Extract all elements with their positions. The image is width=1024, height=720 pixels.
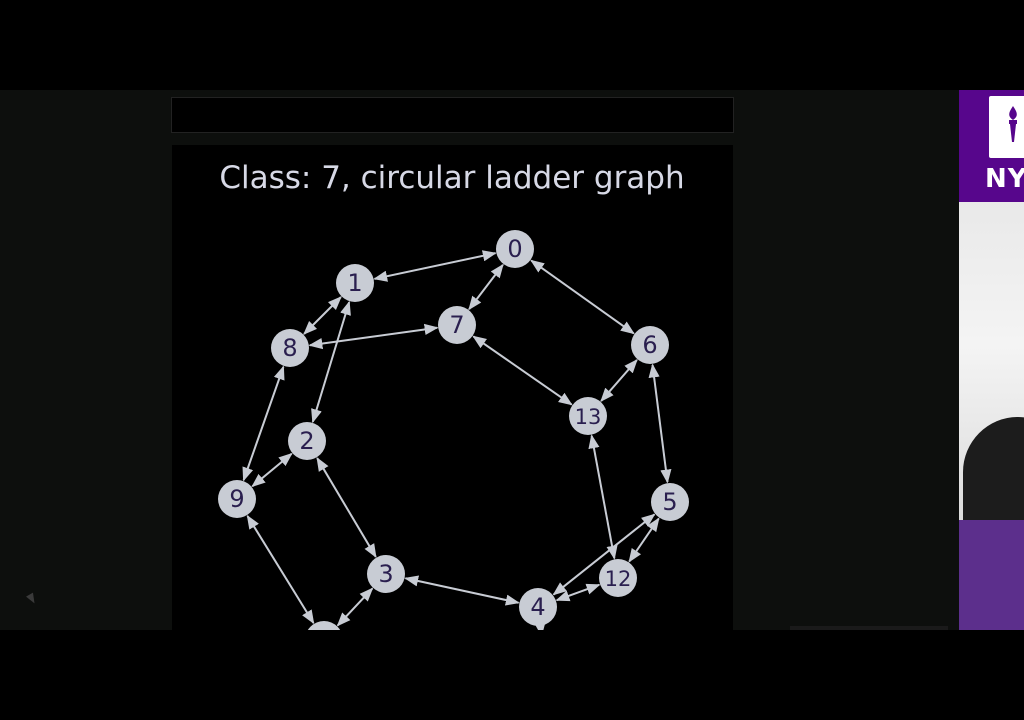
node-6: 6: [631, 326, 669, 364]
node-label-2: 2: [299, 427, 314, 455]
node-circle-5: [651, 483, 689, 521]
node-circle-7: [438, 306, 476, 344]
node-9: 9: [218, 480, 256, 518]
edge-9-10: [246, 514, 315, 625]
university-logo-block: NY: [959, 90, 1024, 202]
node-4: 4: [519, 588, 557, 626]
slide-title: Class: 7, circular ladder graph: [219, 160, 684, 196]
node-label-13: 13: [575, 405, 602, 429]
edge-8-9: [242, 365, 285, 482]
edge-0-6: [530, 259, 635, 335]
edge-4-11: [534, 621, 548, 630]
node-label-3: 3: [378, 560, 393, 588]
edge-2-3: [316, 456, 377, 559]
edge-13-12: [588, 434, 618, 560]
edges-layer: [242, 250, 672, 630]
edge-4-5: [552, 513, 656, 596]
presenter-silhouette: [963, 417, 1024, 537]
edge-6-5: [648, 363, 672, 484]
edge-7-13: [472, 335, 573, 406]
node-circle-1: [336, 264, 374, 302]
webcam-bottom-band: [959, 520, 1024, 630]
node-1: 1: [336, 264, 374, 302]
node-circle-4: [519, 588, 557, 626]
node-12: 12: [599, 559, 637, 597]
node-label-0: 0: [507, 235, 522, 263]
node-label-9: 9: [229, 485, 244, 513]
mouse-cursor-icon: [26, 592, 38, 606]
edge-0-1: [373, 250, 497, 282]
node-circle-2: [288, 422, 326, 460]
node-label-8: 8: [282, 334, 297, 362]
logo-tile: [989, 96, 1024, 158]
presenter-webcam: NY: [959, 90, 1024, 630]
node-7: 7: [438, 306, 476, 344]
node-label-10: 10: [311, 629, 338, 630]
edge-0-7: [468, 263, 504, 311]
edge-3-4: [404, 575, 520, 606]
node-label-7: 7: [449, 311, 464, 339]
graph-diagram: Class: 7, circular ladder graph 01234567…: [218, 160, 689, 630]
node-13: 13: [569, 397, 607, 435]
node-circle-0: [496, 230, 534, 268]
node-circle-3: [367, 555, 405, 593]
node-5: 5: [651, 483, 689, 521]
node-label-12: 12: [605, 567, 632, 591]
edge-6-13: [600, 359, 638, 402]
edge-7-8: [308, 323, 439, 350]
node-circle-13: [569, 397, 607, 435]
node-circle-6: [631, 326, 669, 364]
node-circle-8: [271, 329, 309, 367]
caption-strip: [790, 626, 948, 630]
node-3: 3: [367, 555, 405, 593]
node-label-1: 1: [347, 269, 362, 297]
node-2: 2: [288, 422, 326, 460]
torch-icon: [1009, 106, 1017, 142]
node-label-4: 4: [530, 593, 545, 621]
node-8: 8: [271, 329, 309, 367]
edge-12-5: [628, 517, 660, 563]
edge-3-10: [336, 587, 374, 627]
node-10: 10: [307, 621, 341, 630]
node-circle-12: [599, 559, 637, 597]
slide-header-bar: [172, 98, 733, 132]
edge-9-2: [251, 452, 293, 488]
node-label-5: 5: [662, 488, 677, 516]
edge-1-2: [311, 300, 351, 424]
edge-1-8: [303, 296, 342, 335]
node-label-6: 6: [642, 331, 657, 359]
node-0: 0: [496, 230, 534, 268]
webcam-feed: [959, 202, 1024, 537]
node-circle-10: [307, 621, 341, 630]
brand-text: NY: [985, 164, 1024, 194]
nodes-layer: 012345678910111213: [218, 230, 689, 630]
node-circle-9: [218, 480, 256, 518]
